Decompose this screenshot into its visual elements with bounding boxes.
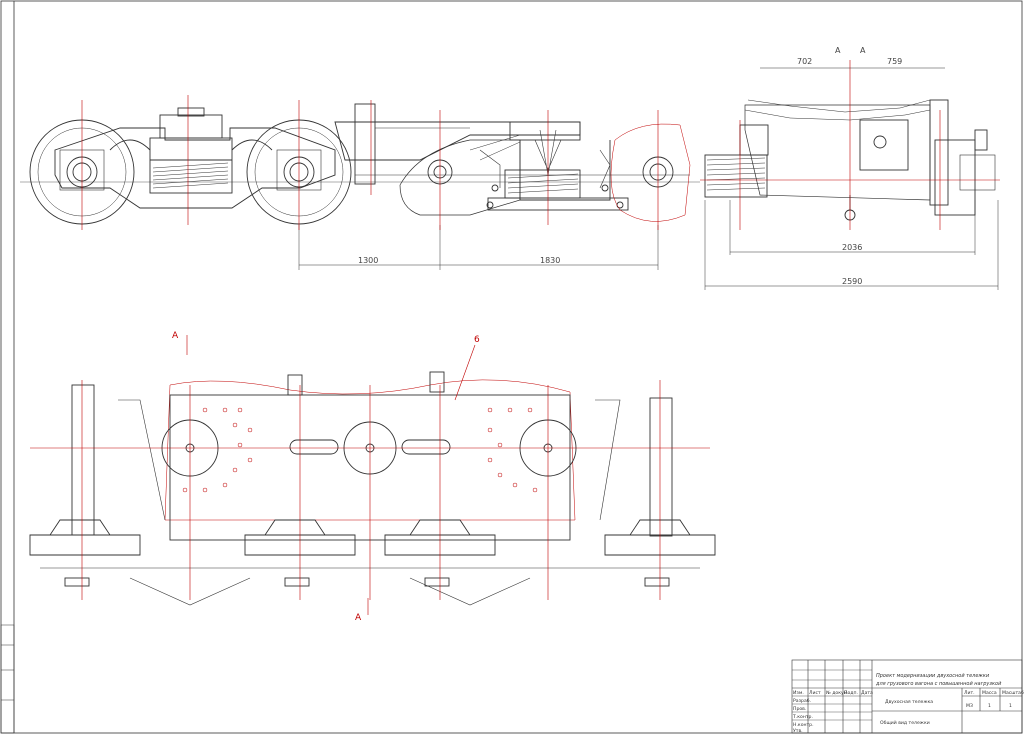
dim-side-right: 1830 bbox=[540, 256, 560, 265]
letter-value: МЗ bbox=[966, 703, 973, 709]
row-izm: Изм. bbox=[793, 690, 804, 696]
title-line-2: для грузового вагона с повышенной нагруз… bbox=[875, 681, 1002, 687]
end-centerlines bbox=[700, 60, 1000, 230]
end-spring bbox=[706, 157, 766, 191]
mass-value: 1 bbox=[988, 703, 991, 709]
side-spring-left bbox=[152, 162, 229, 189]
section-mark-end-2: A bbox=[860, 46, 866, 55]
side-view bbox=[20, 103, 700, 270]
row-tkontr: Т.контр. bbox=[792, 714, 813, 720]
plan-view bbox=[29, 371, 716, 606]
drawing-name: Двухосная тележка bbox=[885, 699, 933, 705]
leader-label: 6 bbox=[474, 335, 480, 345]
dim-side-left: 1300 bbox=[358, 256, 378, 265]
row-prov: Пров. bbox=[793, 706, 806, 712]
row-list: Лист bbox=[809, 690, 821, 696]
end-view bbox=[704, 67, 999, 290]
row-razrab: Разраб. bbox=[793, 698, 811, 704]
plan-bolt-holes bbox=[182, 407, 538, 493]
title-block bbox=[791, 659, 1023, 734]
scale-value: 1 bbox=[1009, 703, 1012, 709]
row-date: Дата bbox=[861, 690, 873, 696]
row-nkontr: Н.контр. bbox=[793, 722, 814, 728]
row-podp: Подп. bbox=[844, 690, 858, 696]
view-name: Общий вид тележки bbox=[880, 719, 930, 726]
plan-centerlines bbox=[30, 335, 710, 615]
dim-end-top-left: 702 bbox=[797, 57, 812, 66]
dim-end-overall: 2590 bbox=[842, 277, 862, 286]
col-letter: Лит. bbox=[964, 690, 975, 696]
section-mark-end-1: A bbox=[835, 46, 841, 55]
col-scale: Масштаб bbox=[1002, 690, 1024, 696]
side-centerlines bbox=[81, 95, 659, 230]
side-bogie-frame-left bbox=[54, 107, 336, 209]
side-dimensions bbox=[298, 225, 659, 270]
col-mass: Масса bbox=[982, 690, 997, 696]
side-bogie-right bbox=[399, 121, 629, 216]
dim-end-inner: 2036 bbox=[842, 243, 862, 252]
section-mark-plan-top: A bbox=[172, 331, 179, 341]
section-mark-plan-bottom: A bbox=[355, 613, 362, 623]
row-ndoc: № докум. bbox=[826, 690, 849, 696]
side-beam bbox=[20, 103, 700, 185]
row-utv: Утв. bbox=[793, 728, 803, 734]
title-line-1: Проект модернизации двухосной тележки bbox=[876, 673, 990, 679]
dim-end-top-right: 759 bbox=[887, 57, 902, 66]
